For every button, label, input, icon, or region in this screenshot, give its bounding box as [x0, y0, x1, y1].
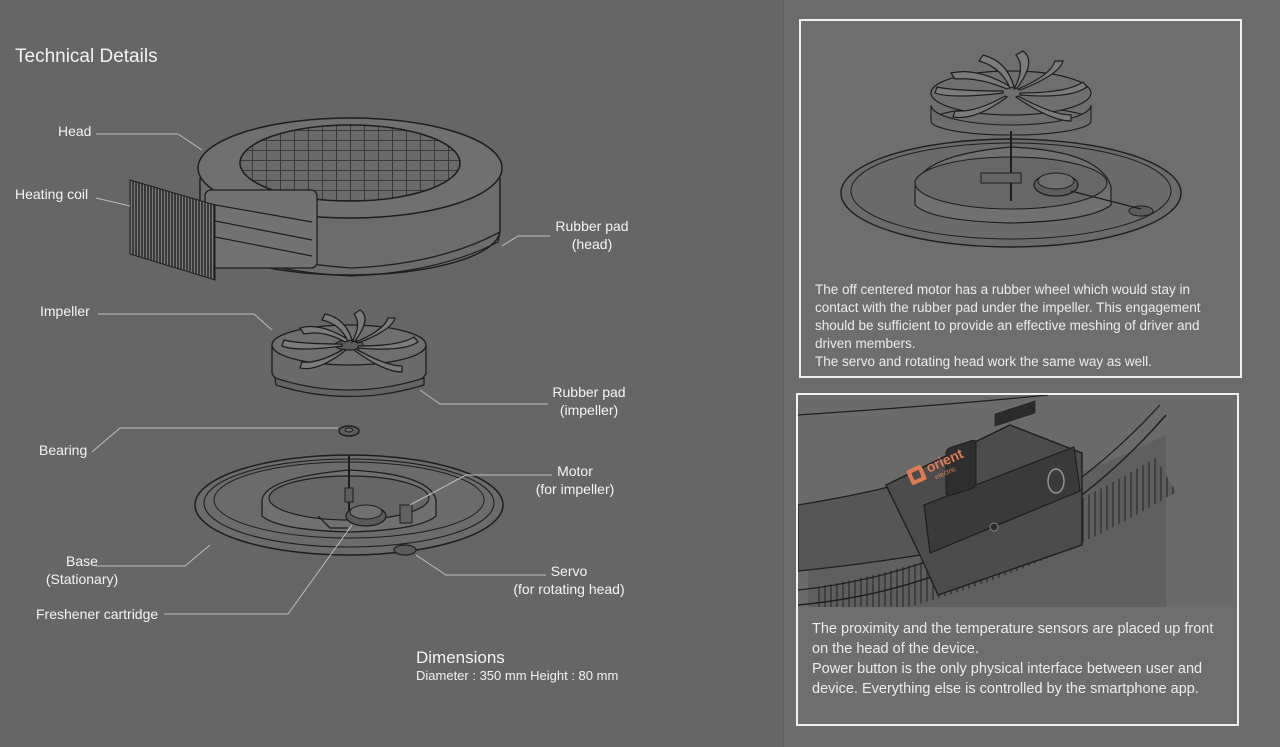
motor-detail-drawing	[840, 50, 1182, 248]
label-motor-line2: (for impeller)	[535, 481, 615, 497]
front-interface-paragraph-1: The proximity and the temperature sensor…	[812, 621, 1214, 657]
label-rubber-pad-head-line1: Rubber pad	[555, 218, 629, 234]
motor-detail-paragraph-1: The off centered motor has a rubber whee…	[815, 282, 1201, 351]
label-motor-line1: Motor	[557, 463, 593, 479]
label-servo-line1: Servo	[550, 563, 588, 579]
leader-lines	[91, 133, 552, 615]
divider	[783, 0, 784, 747]
motor-detail-text: The off centered motor has a rubber whee…	[815, 281, 1230, 371]
front-interface-paragraph-2: Power button is the only physical interf…	[812, 661, 1203, 697]
motor-detail-paragraph-2: The servo and rotating head work the sam…	[815, 354, 1152, 369]
label-bearing: Bearing	[39, 442, 88, 458]
label-rubber-pad-impeller-line2: (impeller)	[559, 402, 619, 418]
base-part	[194, 454, 504, 556]
label-servo-line2: (for rotating head)	[513, 581, 625, 597]
label-motor: Motor (for impeller)	[530, 462, 620, 498]
front-interface-drawing: orient electric	[798, 395, 1237, 607]
page-title: Technical Details	[15, 46, 158, 67]
label-servo: Servo (for rotating head)	[507, 562, 631, 598]
label-freshener-cartridge: Freshener cartridge	[36, 606, 159, 622]
label-base-line1: Base	[66, 553, 98, 569]
front-interface-panel: orient electric The proximity and the te…	[796, 393, 1239, 726]
impeller-part	[271, 309, 427, 398]
label-head: Head	[58, 123, 92, 139]
label-rubber-pad-head: Rubber pad (head)	[551, 217, 633, 253]
label-rubber-pad-head-line2: (head)	[571, 236, 613, 252]
label-rubber-pad-impeller: Rubber pad (impeller)	[548, 383, 630, 419]
heating-coil-part	[129, 179, 216, 281]
front-interface-text: The proximity and the temperature sensor…	[812, 619, 1227, 699]
motor-detail-panel: The off centered motor has a rubber whee…	[799, 19, 1242, 378]
label-heating-coil: Heating coil	[15, 186, 89, 202]
label-base: Base (Stationary)	[40, 552, 124, 588]
label-base-line2: (Stationary)	[45, 571, 119, 587]
dimensions-title: Dimensions	[416, 648, 505, 667]
label-rubber-pad-impeller-line1: Rubber pad	[552, 384, 626, 400]
head-part	[197, 117, 503, 277]
exploded-view-drawing	[91, 117, 552, 615]
label-impeller: Impeller	[40, 303, 90, 319]
dimensions-text: Diameter : 350 mm Height : 80 mm	[416, 668, 619, 683]
bearing-part	[338, 425, 360, 437]
